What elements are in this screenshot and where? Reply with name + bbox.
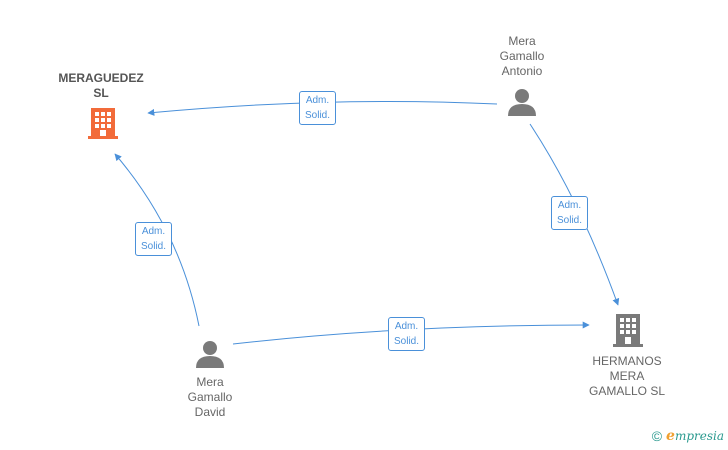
copyright-icon: © [651, 428, 663, 444]
edge-label-david-hermanos: Adm. Solid. [388, 317, 426, 351]
person-icon[interactable] [508, 89, 536, 116]
brand-logo: empresia [666, 428, 724, 444]
company-name-hermanos[interactable]: HERMANOS MERA GAMALLO SL [588, 354, 666, 398]
company-name-meraguedez[interactable]: MERAGUEDEZ SL [58, 71, 144, 100]
footer-brand: © empresia [652, 428, 724, 444]
edge-label-david-meraguedez: Adm. Solid. [135, 222, 173, 256]
edge-label-antonio-hermanos: Adm. Solid. [551, 196, 589, 230]
company-building-icon[interactable] [88, 108, 118, 139]
person-name-antonio[interactable]: Mera Gamallo Antonio [499, 34, 545, 78]
person-name-david[interactable]: Mera Gamallo David [187, 375, 233, 419]
company-building-icon[interactable] [613, 314, 643, 347]
person-icon[interactable] [196, 341, 224, 368]
edge-label-antonio-meraguedez: Adm. Solid. [299, 91, 337, 125]
